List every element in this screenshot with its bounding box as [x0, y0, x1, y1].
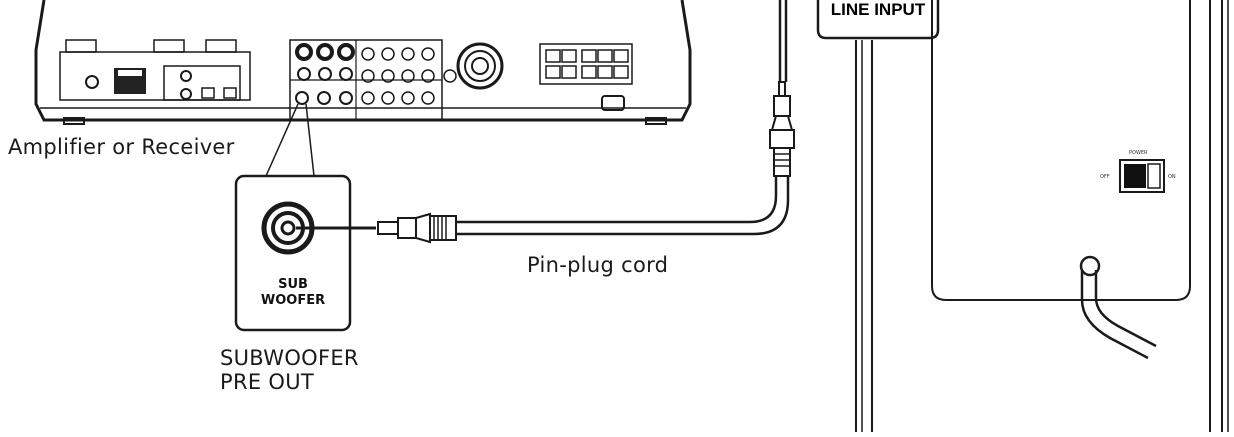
amplifier-label: Amplifier or Receiver [8, 135, 235, 159]
jack-label-line1: SUB [278, 277, 308, 292]
power-cord [1079, 255, 1157, 360]
callout-lines [265, 103, 315, 177]
line-input-label: LINE INPUT [830, 0, 926, 19]
cord-label: Pin-plug cord [527, 253, 669, 277]
off-label: OFF [1100, 174, 1110, 180]
jack-label: SUB WOOFER [236, 277, 350, 308]
jack-label-line2: WOOFER [260, 292, 326, 308]
fan-grille-icon [456, 42, 504, 90]
line-input-box [816, 0, 940, 40]
amplifier-rear-panel [34, 0, 692, 125]
power-switch-icon [1119, 159, 1165, 193]
pin-plug-cord [377, 0, 795, 244]
control-panel [931, 0, 1191, 301]
rca-plug-icon-vertical [769, 81, 795, 177]
subwoofer-pre-out-label: SUBWOOFER PRE OUT [220, 346, 359, 394]
subwoofer-jack-closeup [234, 174, 376, 332]
on-label: ON [1168, 174, 1176, 180]
power-label: POWER [1129, 150, 1148, 156]
subwoofer-out-jack [295, 91, 309, 105]
subwoofer-pre-out-line1: SUBWOOFER [220, 346, 359, 370]
subwoofer-pre-out-line2: PRE OUT [220, 370, 315, 395]
subwoofer-cabinet [816, 0, 1229, 432]
rca-plug-icon [377, 212, 457, 244]
